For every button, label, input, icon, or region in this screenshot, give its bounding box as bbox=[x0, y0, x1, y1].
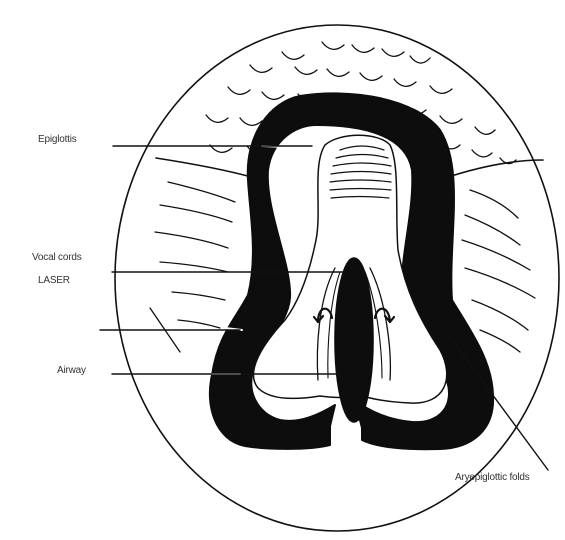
pharyngeal-wall-left bbox=[150, 182, 235, 352]
pharyngeal-wall-right bbox=[462, 190, 535, 352]
label-laser: LASER bbox=[38, 275, 70, 286]
label-epiglottis: Epiglottis bbox=[38, 134, 77, 145]
label-aryepiglottic-folds: Aryepiglottic folds bbox=[455, 472, 530, 483]
label-vocal-cords: Vocal cords bbox=[32, 252, 82, 263]
glottis-airway bbox=[335, 258, 373, 422]
vallecula-line bbox=[156, 158, 255, 178]
label-airway: Airway bbox=[57, 365, 86, 376]
